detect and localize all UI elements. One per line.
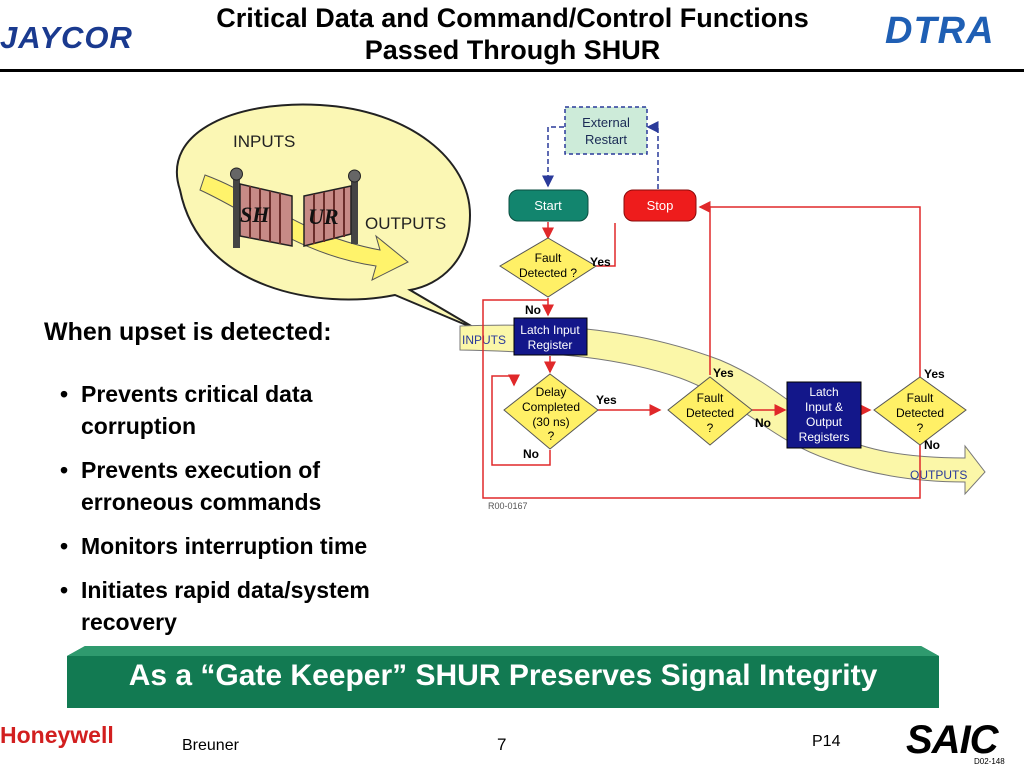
svg-text:Start: Start [534,198,562,213]
gate-right-icon: UR [303,169,361,247]
node-latch-input-register: Latch Input Register [513,317,588,356]
flow-inputs-label: INPUTS [462,333,506,347]
honeywell-logo: Honeywell [0,722,114,748]
node-external-restart: External Restart [564,106,648,155]
flow-outputs-label: OUTPUTS [910,468,967,482]
node-fault-detected-3: Fault Detected ? [873,376,967,446]
label-yes-1: Yes [590,255,611,269]
label-yes-4: Yes [924,367,945,381]
svg-text:Stop: Stop [647,198,674,213]
figure-id: R00-0167 [488,501,528,511]
banner-text: As a “Gate Keeper” SHUR Preserves Signal… [128,659,878,692]
node-delay-completed: Delay Completed (30 ns) ? [503,373,599,450]
svg-text:Register: Register [528,338,573,352]
svg-text:Fault: Fault [697,391,724,405]
svg-text:Delay: Delay [536,385,567,399]
conclusion-banner [67,646,939,708]
jaycor-logo: JAYCOR [0,20,133,55]
svg-text:Output: Output [806,415,843,429]
gate-outputs-label: OUTPUTS [365,214,446,233]
svg-text:Detected ?: Detected ? [519,266,577,280]
svg-text:Registers: Registers [799,430,850,444]
footer-author: Breuner [182,737,239,754]
svg-text:Fault: Fault [907,391,934,405]
node-start: Start [508,189,589,222]
gate-bubble: INPUTS OUTPUTS SH UR [175,103,479,331]
node-fault-detected-1: Fault Detected ? [499,237,597,298]
label-yes-2: Yes [596,393,617,407]
svg-text:Latch: Latch [809,385,838,399]
page-number: 7 [497,735,507,754]
svg-text:Restart: Restart [585,132,627,147]
saic-logo: SAIC [906,718,999,762]
title-divider [0,69,1024,72]
node-fault-detected-2: Fault Detected ? [667,376,753,446]
svg-text:External: External [582,115,630,130]
bullets-heading: When upset is detected: [44,318,332,346]
svg-text:(30 ns): (30 ns) [532,415,569,429]
svg-text:?: ? [707,421,714,435]
flow-connectors [482,201,921,499]
svg-text:Latch Input: Latch Input [520,323,580,337]
doc-id: D02-148 [974,757,1005,766]
svg-text:Detected: Detected [896,406,944,420]
svg-text:Fault: Fault [535,251,562,265]
gate-left-icon: SH [230,167,293,248]
svg-text:Completed: Completed [522,400,580,414]
svg-text:?: ? [548,429,555,443]
dtra-logo: DTRA [885,10,995,52]
gate-right-text: UR [308,204,339,229]
label-no-3: No [755,416,771,430]
signal-path [459,324,986,496]
node-latch-io-registers: Latch Input & Output Registers [786,381,862,449]
label-yes-3: Yes [713,366,734,380]
label-no-4: No [924,438,940,452]
gate-inputs-label: INPUTS [233,132,295,151]
page-title: Critical Data and Command/Control Functi… [150,2,875,66]
restart-loop [542,121,659,189]
label-no-2: No [523,447,539,461]
title-line-1: Critical Data and Command/Control Functi… [216,3,809,33]
svg-text:?: ? [917,421,924,435]
node-stop: Stop [623,189,697,222]
title-line-2: Passed Through SHUR [364,35,661,65]
shur-diagram: INPUTS OUTPUTS SH UR INPUTS OUTPUTS [175,103,986,511]
svg-text:Detected: Detected [686,406,734,420]
branch-labels: Yes No Yes No Yes No Yes No [523,255,945,461]
bullet-item: Monitors interruption time [60,530,440,562]
label-no-1: No [525,303,541,317]
svg-text:Input &: Input & [805,400,843,414]
gate-left-text: SH [240,202,270,227]
footer-code: P14 [812,733,841,750]
